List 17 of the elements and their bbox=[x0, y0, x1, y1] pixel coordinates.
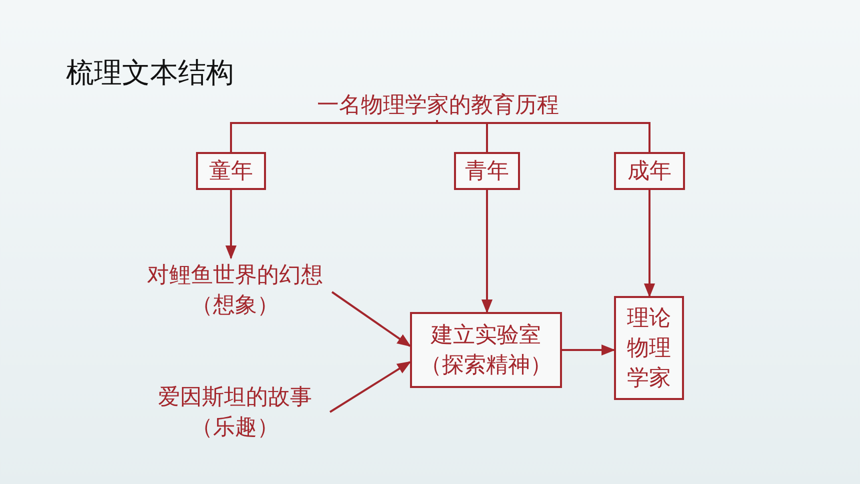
arrow bbox=[225, 190, 237, 260]
arrow bbox=[329, 361, 412, 413]
arrow bbox=[644, 190, 656, 298]
stage-box: 童年 bbox=[196, 152, 266, 190]
heading-text: 一名物理学家的教育历程 bbox=[290, 90, 586, 120]
connector-line bbox=[230, 120, 438, 152]
arrow bbox=[331, 291, 412, 347]
title: 梳理文本结构 bbox=[66, 57, 234, 91]
stage-box: 青年 bbox=[454, 152, 520, 190]
event-text: 爱因斯坦的故事（乐趣） bbox=[150, 380, 320, 444]
event-text: 对鲤鱼世界的幻想（想象） bbox=[140, 258, 330, 322]
stage-box: 成年 bbox=[614, 152, 685, 190]
arrow bbox=[562, 344, 616, 356]
result-box: 理论物理学家 bbox=[614, 296, 684, 400]
process-box: 建立实验室（探索精神） bbox=[410, 312, 562, 388]
connector-line bbox=[436, 120, 650, 152]
arrow bbox=[481, 190, 493, 314]
